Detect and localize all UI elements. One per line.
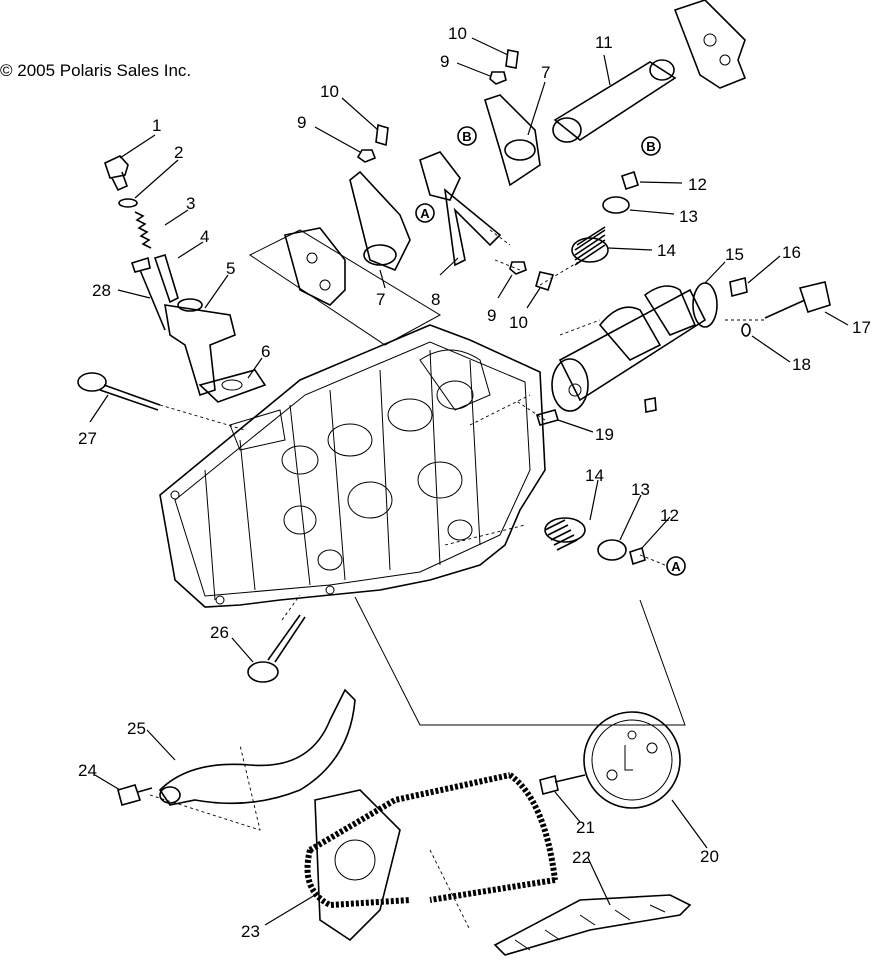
cam-bracket-left [284, 227, 346, 306]
reference-mark-b1: B [457, 126, 477, 146]
callout-28: 28 [92, 281, 111, 300]
assembly-guide-lines [149, 229, 765, 931]
crank-sprocket-area [314, 789, 401, 942]
callout-17: 17 [852, 318, 871, 337]
callout-9c: 9 [487, 306, 496, 325]
reference-mark-a1: A [415, 203, 435, 223]
tensioner-pivot-bolt [117, 784, 153, 806]
callout-19: 19 [595, 425, 614, 444]
callout-22: 22 [572, 848, 591, 867]
callout-10b: 10 [448, 24, 467, 43]
callout-14b: 14 [585, 466, 604, 485]
cam-sprocket [583, 711, 681, 809]
callout-9b: 9 [440, 52, 449, 71]
cam-chain [304, 772, 558, 909]
rocker-shaft [552, 59, 677, 143]
leader-lines [89, 37, 849, 926]
tensioner-assembly [104, 155, 267, 403]
callout-2: 2 [174, 143, 183, 162]
cam-bracket [673, 0, 747, 89]
callout-24: 24 [78, 761, 97, 780]
tensioner-blade [158, 688, 356, 806]
camshaft-hardware [535, 276, 831, 426]
callout-8: 8 [431, 290, 440, 309]
callout-9a: 9 [297, 113, 306, 132]
svg-text:B: B [462, 129, 471, 144]
svg-text:A: A [420, 206, 430, 221]
callout-18: 18 [792, 355, 811, 374]
callout-labels: 1 2 3 4 5 6 7 7 8 9 9 9 10 10 10 11 12 1… [78, 24, 871, 941]
callout-14a: 14 [657, 241, 676, 260]
sprocket-bolt [539, 774, 586, 795]
callout-16: 16 [782, 243, 801, 262]
callout-15: 15 [725, 245, 744, 264]
callout-26: 26 [210, 623, 229, 642]
callout-7b: 7 [541, 63, 550, 82]
rocker-arms [349, 94, 541, 272]
callout-21: 21 [576, 818, 595, 837]
callout-10c: 10 [509, 313, 528, 332]
reference-mark-a2: A [666, 556, 686, 576]
cylinder-head [159, 324, 546, 608]
callout-1: 1 [152, 116, 161, 135]
callout-5: 5 [226, 259, 235, 278]
callout-12a: 12 [688, 175, 707, 194]
callout-23: 23 [241, 922, 260, 941]
callout-20: 20 [700, 847, 719, 866]
callout-3: 3 [186, 194, 195, 213]
svg-text:A: A [671, 559, 681, 574]
callout-25: 25 [127, 719, 146, 738]
camshaft [551, 282, 718, 412]
copyright-notice: © 2005 Polaris Sales Inc. [0, 61, 192, 80]
callout-13a: 13 [679, 207, 698, 226]
callout-11: 11 [595, 33, 613, 52]
callout-4: 4 [200, 227, 209, 246]
callout-12b: 12 [660, 506, 679, 525]
adjuster-screws-and-nuts [356, 49, 555, 292]
chain-guide [493, 894, 692, 956]
callout-13b: 13 [631, 480, 650, 499]
svg-text:B: B [646, 139, 655, 154]
callout-6: 6 [261, 342, 270, 361]
callout-7a: 7 [376, 290, 385, 309]
reference-mark-b2: B [641, 136, 661, 156]
valves [77, 372, 306, 683]
valve-springs [544, 170, 646, 566]
callout-10a: 10 [320, 82, 339, 101]
callout-27: 27 [78, 429, 97, 448]
